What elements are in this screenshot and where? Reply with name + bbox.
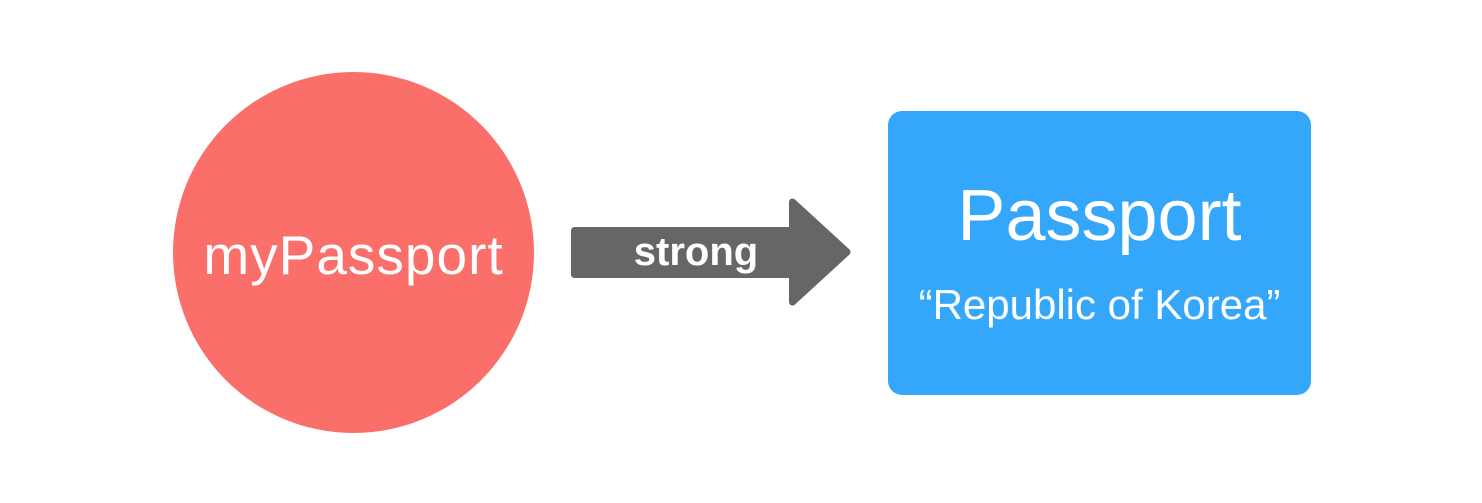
node-mypassport: myPassport xyxy=(173,72,534,433)
node-passport-title: Passport xyxy=(957,175,1242,256)
edge-strong: strong xyxy=(571,197,852,307)
node-passport-subtitle: “Republic of Korea” xyxy=(918,280,1281,328)
edge-strong-label: strong xyxy=(633,230,759,274)
arrow-right-icon xyxy=(571,198,851,306)
node-passport: Passport “Republic of Korea” xyxy=(888,111,1311,395)
node-mypassport-label: myPassport xyxy=(203,224,504,286)
